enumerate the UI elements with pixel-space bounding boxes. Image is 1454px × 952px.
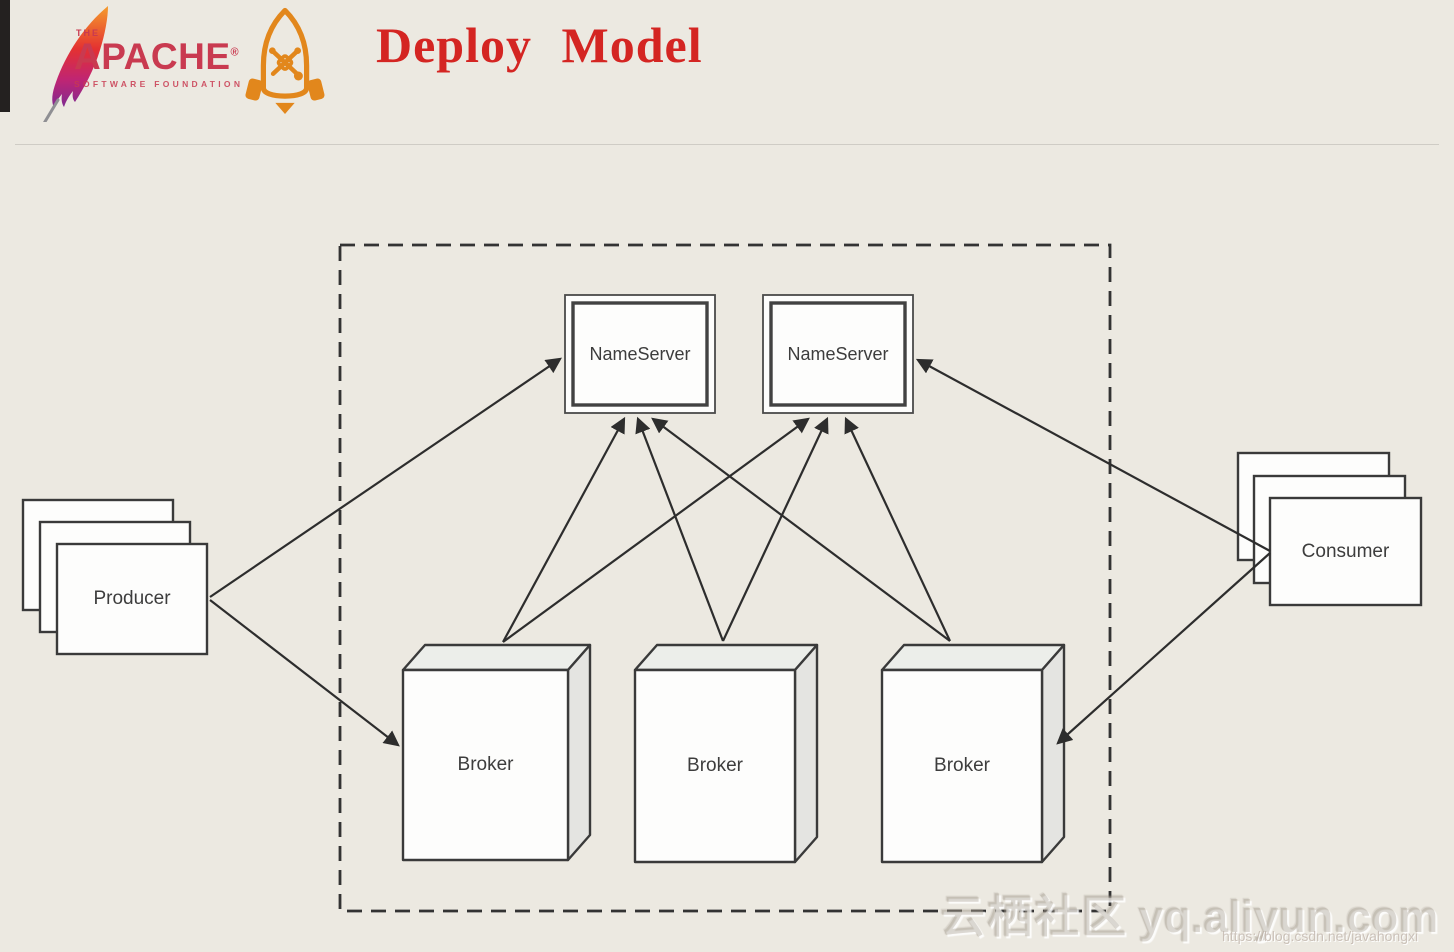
apache-logo-text: THE APACHE® SOFTWARE FOUNDATION [74, 28, 243, 89]
apache-name-label: APACHE® [74, 36, 240, 77]
apache-subtitle-label: SOFTWARE FOUNDATION [74, 78, 244, 89]
consumer-node [1236, 451, 1423, 607]
edge-broker1-nameserver1 [502, 416, 626, 643]
apache-feather-icon [43, 6, 108, 122]
screen-edge-strip [0, 0, 10, 112]
nameserver-1-node [564, 294, 716, 414]
consumer-card-front [1268, 496, 1423, 607]
registered-mark: ® [230, 46, 240, 59]
producer-node [21, 498, 209, 656]
header-separator [15, 144, 1439, 145]
edge-broker2-nameserver1 [635, 416, 725, 642]
broker-2-node [633, 643, 819, 864]
broker-3-node [880, 643, 1066, 864]
edges [209, 357, 1271, 747]
edge-broker3-nameserver1 [651, 417, 951, 642]
watermark-site-text: yq.aliyun.com [1138, 891, 1439, 942]
edge-consumer-nameserver2 [915, 358, 1271, 552]
edge-broker3-nameserver2 [844, 416, 951, 642]
edge-broker2-nameserver2 [722, 416, 829, 642]
apache-the-label: THE [76, 28, 100, 38]
watermark-cn-text: 云栖社区 [940, 891, 1129, 942]
broker-1-node [401, 643, 592, 862]
cluster-dashed-border [338, 243, 1112, 913]
producer-card-front [55, 542, 209, 656]
edge-producer-broker1 [209, 599, 400, 747]
watermark-url: https://blog.csdn.net/javahongxi [1222, 928, 1419, 944]
edge-consumer-broker3 [1056, 552, 1271, 745]
rocketmq-rocket-icon [245, 7, 325, 114]
edge-broker1-nameserver2 [502, 417, 810, 643]
edge-producer-nameserver1 [209, 357, 562, 598]
page-title: Deploy Model [376, 17, 703, 73]
nameserver-2-node [762, 294, 914, 414]
